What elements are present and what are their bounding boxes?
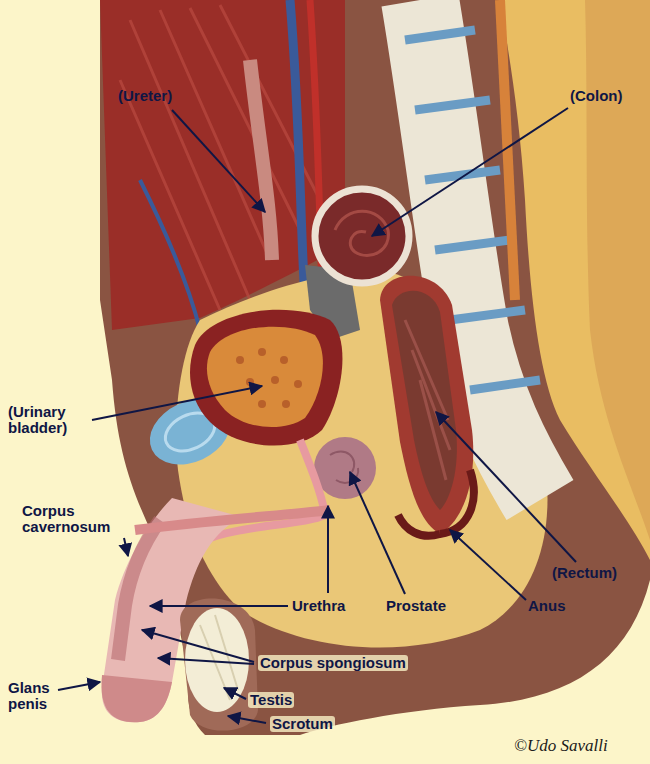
part-label: (Rectum): [552, 565, 617, 581]
part-label: Scrotum: [270, 716, 335, 732]
part-label: (Colon): [570, 88, 622, 104]
part-label: Prostate: [386, 598, 446, 614]
part-label: Urethra: [292, 598, 345, 614]
part-label: (Urinary bladder): [8, 404, 92, 436]
part-label: Testis: [248, 692, 294, 708]
leader-lines: [58, 108, 576, 723]
part-label: Corpus cavernosum: [22, 503, 126, 535]
part-label: (Ureter): [118, 88, 172, 104]
part-label: Glans penis: [8, 680, 60, 712]
part-label: Corpus spongiosum: [258, 655, 408, 671]
part-label: Anus: [528, 598, 566, 614]
copyright-notice: ©Udo Savalli: [514, 738, 608, 754]
